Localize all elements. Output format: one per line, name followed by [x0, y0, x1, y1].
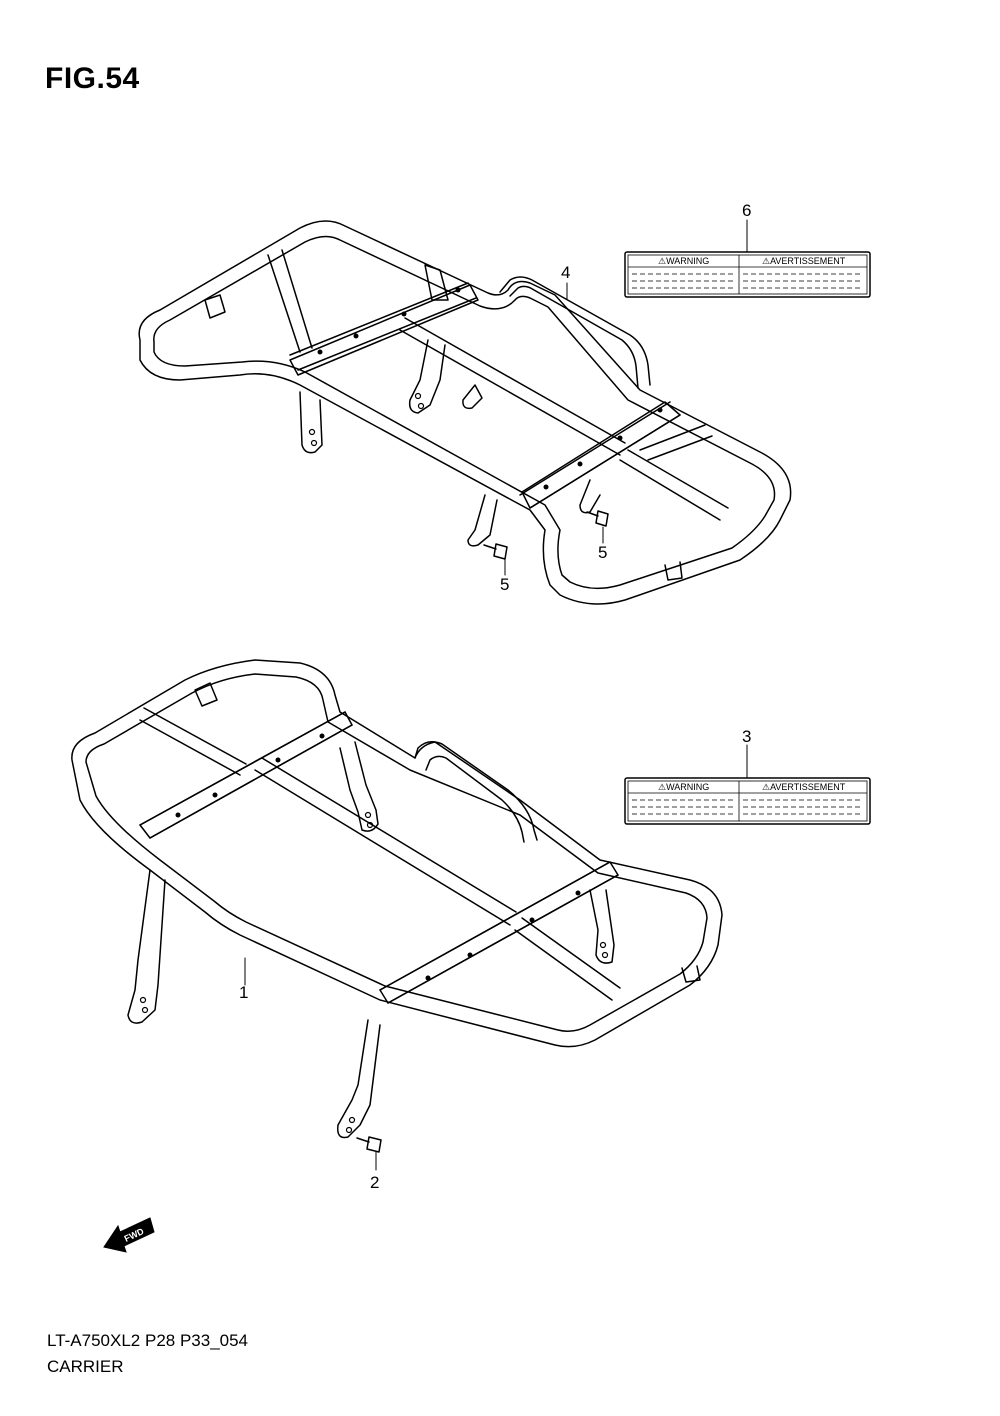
front-plate-2: [521, 401, 681, 509]
rear-plate-2: [379, 861, 619, 1004]
front-bracket-left-rear: [299, 391, 323, 454]
warning-label-rear: ⚠WARNING ⚠AVERTISSEMENT: [624, 777, 871, 825]
front-bracket-rear: [664, 561, 683, 581]
callout-5-right: 5: [598, 543, 607, 562]
front-bracket-lower-1: [467, 494, 498, 547]
rear-bracket-front-left: [127, 869, 166, 1024]
front-bracket-center-2: [424, 264, 449, 301]
rear-cross-bar-2: [379, 861, 619, 1004]
rear-carrier-handle: [414, 741, 538, 841]
callout-6: 6: [742, 201, 751, 220]
model-code: LT-A750XL2 P28 P33_054: [47, 1331, 249, 1350]
front-plate-holes: [317, 287, 663, 490]
rear-carrier-assembly: [71, 659, 748, 1171]
figure-title: FIG.54: [45, 62, 140, 95]
front-long-bar-3: [619, 449, 729, 521]
rear-carrier-outer-tube: [71, 659, 723, 1048]
section-name: CARRIER: [47, 1357, 124, 1376]
warning-label-front: ⚠WARNING ⚠AVERTISSEMENT: [624, 251, 871, 298]
rear-bolt: [356, 1136, 382, 1153]
front-bracket-left-front: [204, 294, 226, 319]
callout-2: 2: [370, 1173, 379, 1192]
rear-carrier-inner-tube: [85, 673, 708, 1032]
rear-carrier-handle-inner: [425, 755, 525, 843]
rear-long-bar-3: [514, 917, 621, 1001]
callout-3: 3: [742, 727, 751, 746]
front-diag-bar: [639, 424, 713, 461]
rear-bracket-side: [681, 965, 701, 983]
label-3-warning-en: ⚠WARNING: [658, 782, 709, 792]
rear-long-bar-2: [254, 757, 517, 926]
rear-bracket-front-right: [336, 1019, 381, 1139]
callout-1: 1: [239, 983, 248, 1002]
front-carrier-handle: [499, 276, 651, 386]
rear-plate-1: [139, 711, 353, 839]
front-cross-bar-2: [519, 401, 681, 509]
rear-cross-bar-1: [139, 711, 353, 839]
front-cross-bar-1: [289, 282, 477, 371]
front-long-bar-2: [399, 317, 626, 456]
rear-bracket-center: [339, 741, 379, 832]
front-carrier-inner-tube: [153, 235, 776, 590]
front-bracket-center-1: [408, 339, 446, 414]
front-bracket-lower-2: [579, 479, 601, 514]
front-bolt-right: [586, 510, 609, 527]
rear-bracket-top: [194, 682, 218, 707]
rear-bracket-rear-right: [589, 889, 615, 964]
front-carrier-assembly: [138, 219, 792, 605]
front-plate-1: [289, 284, 479, 376]
label-6-warning-en: ⚠WARNING: [658, 256, 709, 266]
front-long-bar-1: [267, 249, 313, 353]
callout-4: 4: [561, 263, 570, 282]
rear-plate-holes: [175, 733, 581, 981]
front-carrier-handle-inner: [509, 285, 639, 389]
rear-long-bar-1: [139, 707, 247, 776]
callout-5-left: 5: [500, 575, 509, 594]
front-carrier-outer-tube: [138, 220, 792, 605]
fwd-arrow-icon: FWD: [103, 1217, 155, 1253]
front-bracket-mid: [462, 384, 483, 410]
label-3-warning-fr: ⚠AVERTISSEMENT: [762, 782, 846, 792]
front-bolt-left: [483, 543, 508, 560]
label-6-warning-fr: ⚠AVERTISSEMENT: [762, 256, 846, 266]
